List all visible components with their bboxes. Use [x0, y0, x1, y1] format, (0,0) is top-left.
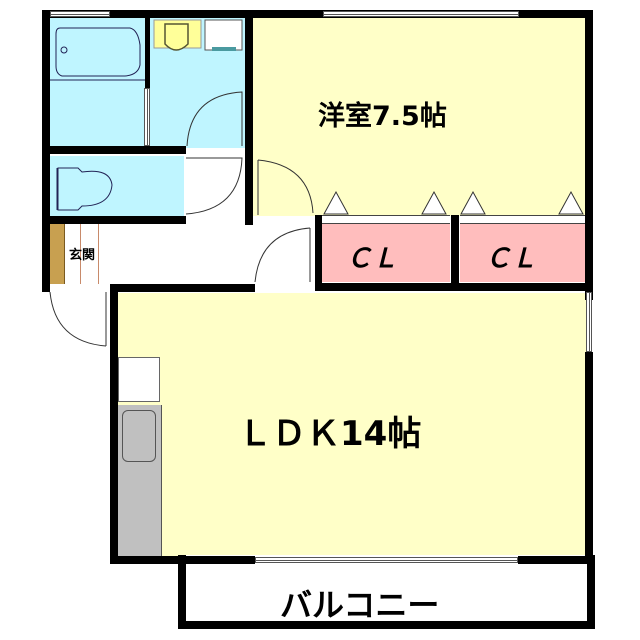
fridge-space — [118, 357, 160, 402]
balcony-label: バルコニー — [280, 586, 440, 624]
closet-2-label: ＣＬ — [485, 244, 538, 274]
wall-closet-bottom — [315, 283, 593, 291]
kitchen-sink — [122, 410, 156, 462]
wall-closet-divider — [451, 215, 459, 285]
wall-ldk-left — [110, 284, 118, 564]
wall-ldk-bottom-right — [518, 556, 593, 564]
window-ldk-right — [586, 292, 592, 352]
closet-1[interactable] — [322, 224, 450, 282]
closet-1-label: ＣＬ — [346, 244, 399, 274]
wall-western-closet — [315, 215, 322, 290]
bath-door-slider — [144, 88, 150, 146]
wall-outer-left — [42, 10, 50, 292]
wall-toilet-genkan — [50, 216, 186, 224]
washing-machine-space-icon — [204, 19, 243, 51]
closet-2[interactable] — [460, 224, 586, 282]
wall-right-lower — [585, 352, 593, 562]
wall-wash-western — [245, 10, 253, 225]
entrance-label: 玄関 — [69, 248, 96, 263]
wall-bath-toilet — [50, 146, 186, 154]
bathtub-icon — [55, 27, 141, 77]
balcony[interactable] — [178, 555, 595, 629]
entrance-floor[interactable] — [65, 224, 115, 284]
toilet-icon — [57, 167, 113, 211]
ldk-floor[interactable] — [118, 293, 586, 556]
window-western — [323, 11, 519, 17]
closet-2-door-track — [460, 215, 586, 224]
closet-1-door-track — [322, 215, 450, 224]
ldk-label: ＬＤＫ14帖 — [238, 414, 422, 454]
shoe-storage — [50, 224, 65, 284]
western-room-label: 洋室7.5帖 — [318, 101, 447, 132]
window-ldk-balcony — [255, 557, 518, 563]
washbasin-icon — [164, 23, 189, 51]
wall-ldk-bottom-left — [110, 556, 255, 564]
wall-right — [585, 10, 593, 300]
wall-bath-wash — [145, 18, 150, 88]
wall-top — [42, 10, 593, 18]
western-room-floor[interactable] — [252, 18, 586, 216]
wall-genkan-ldk — [110, 284, 255, 292]
window-bathroom — [50, 11, 110, 17]
